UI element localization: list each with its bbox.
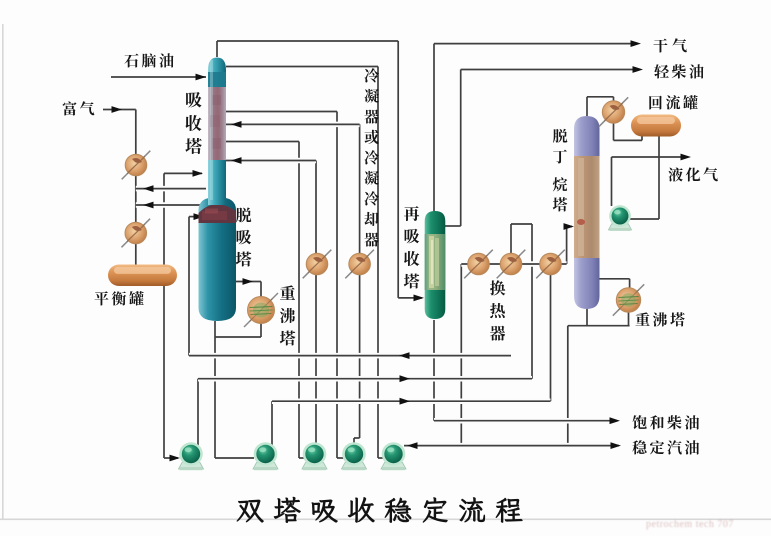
- svg-text:或: 或: [364, 129, 379, 147]
- svg-text:沸: 沸: [279, 308, 295, 326]
- svg-text:轻柴油: 轻柴油: [654, 63, 707, 81]
- svg-text:饱和柴油: 饱和柴油: [632, 414, 702, 432]
- svg-text:重沸塔: 重沸塔: [635, 312, 688, 329]
- svg-text:塔: 塔: [279, 330, 295, 348]
- svg-text:稳定汽油: 稳定汽油: [632, 439, 702, 457]
- svg-text:冷: 冷: [364, 150, 380, 167]
- svg-text:烷: 烷: [552, 177, 567, 194]
- svg-text:凝: 凝: [364, 171, 379, 188]
- svg-text:塔: 塔: [235, 251, 251, 269]
- svg-text:石脑油: 石脑油: [124, 52, 177, 70]
- svg-text:脱: 脱: [552, 129, 567, 146]
- svg-text:吸: 吸: [403, 228, 419, 246]
- svg-text:器: 器: [489, 325, 505, 343]
- svg-text:重: 重: [279, 285, 295, 303]
- svg-text:富气: 富气: [62, 100, 97, 118]
- svg-text:吸: 吸: [235, 229, 251, 247]
- svg-text:器: 器: [364, 232, 379, 249]
- svg-text:塔: 塔: [185, 138, 202, 157]
- svg-text:冷: 冷: [364, 68, 380, 85]
- svg-text:吸: 吸: [185, 91, 202, 110]
- svg-text:petrochem tech 707: petrochem tech 707: [646, 519, 734, 530]
- svg-text:再: 再: [403, 206, 420, 224]
- svg-text:收: 收: [403, 251, 419, 269]
- svg-text:却: 却: [364, 212, 379, 229]
- svg-text:平衡罐: 平衡罐: [94, 291, 147, 308]
- svg-text:凝: 凝: [364, 89, 379, 106]
- svg-text:热: 热: [489, 303, 505, 321]
- svg-text:换: 换: [489, 280, 505, 298]
- svg-text:冷: 冷: [364, 191, 380, 208]
- svg-text:收: 收: [185, 115, 202, 134]
- svg-text:双塔吸收稳定流程: 双塔吸收稳定流程: [236, 491, 532, 528]
- svg-text:塔: 塔: [552, 197, 567, 214]
- svg-text:干气: 干气: [653, 38, 691, 55]
- svg-text:丁: 丁: [552, 149, 567, 166]
- svg-text:塔: 塔: [403, 273, 419, 291]
- svg-text:器: 器: [364, 109, 379, 126]
- svg-text:脱: 脱: [235, 207, 251, 225]
- svg-text:液化气: 液化气: [668, 166, 721, 184]
- svg-text:回流罐: 回流罐: [648, 95, 701, 112]
